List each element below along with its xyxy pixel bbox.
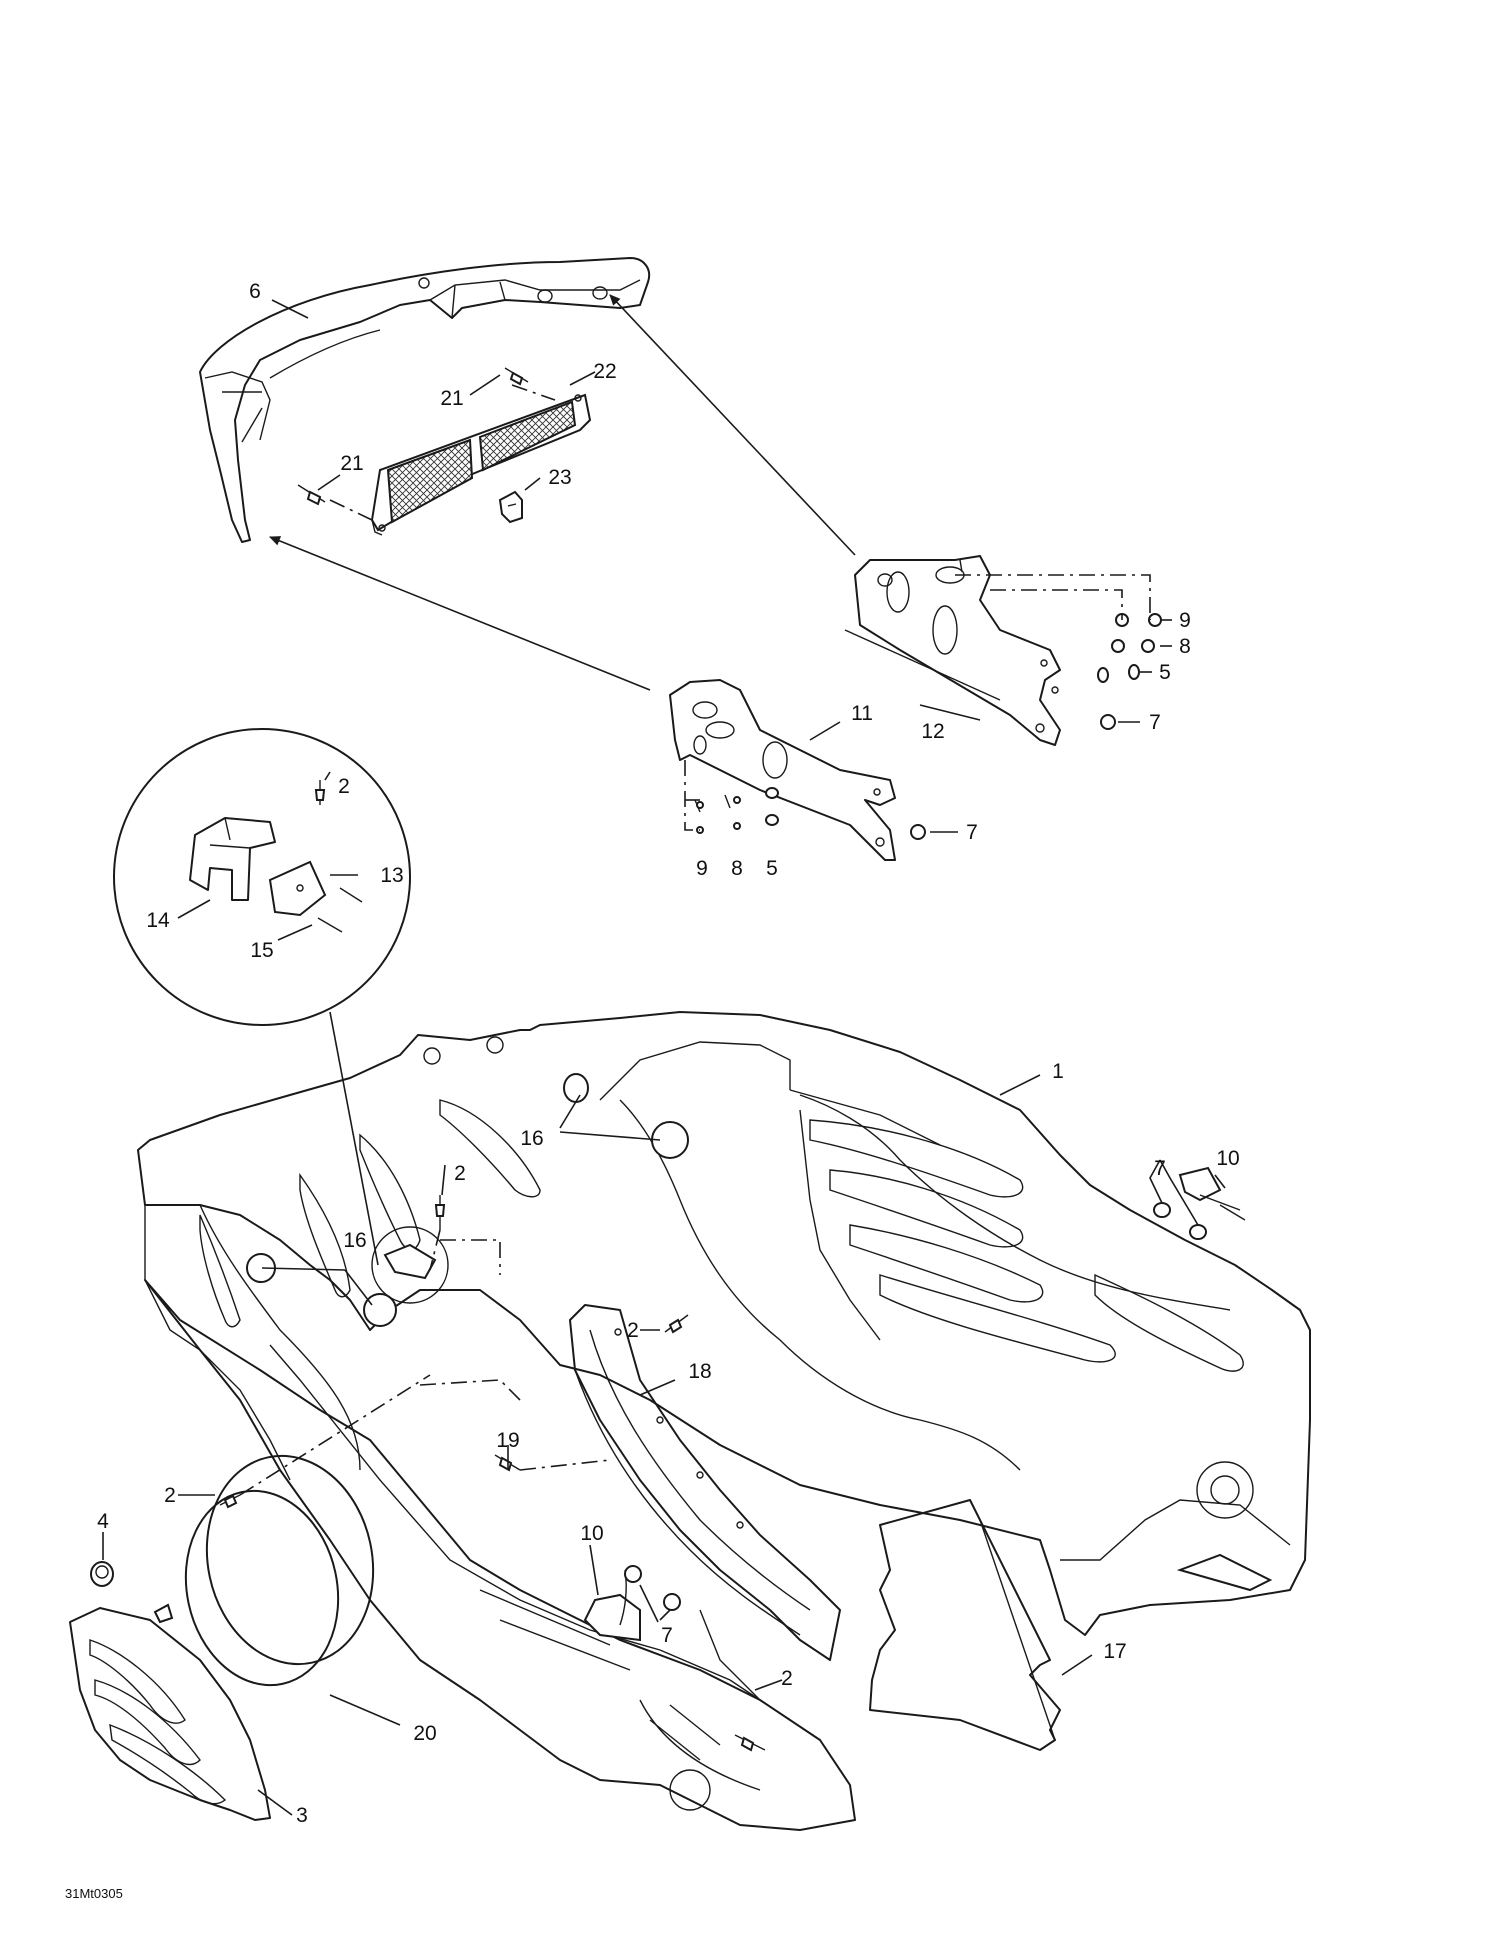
callout-7-right-bracket: 7 bbox=[1149, 711, 1161, 734]
callout-13: 13 bbox=[380, 864, 403, 887]
callout-3: 3 bbox=[296, 1804, 308, 1827]
callout-9-right: 9 bbox=[1179, 609, 1191, 632]
part-11-left-bracket bbox=[669, 679, 896, 861]
part-21-push-pin-lower bbox=[297, 484, 326, 506]
callout-7-left-bracket: 7 bbox=[966, 821, 978, 844]
callout-22: 22 bbox=[593, 360, 616, 383]
callout-2-body-mid: 2 bbox=[627, 1319, 639, 1342]
callout-7-lower: 7 bbox=[661, 1624, 673, 1647]
callout-8-left: 8 bbox=[731, 857, 743, 880]
part-4-nut bbox=[90, 1561, 114, 1587]
callout-6: 6 bbox=[249, 280, 261, 303]
callout-20: 20 bbox=[413, 1722, 436, 1745]
detail-circle bbox=[113, 728, 411, 1266]
part-2-push-pins-body bbox=[219, 1195, 766, 1752]
assembly-arrows bbox=[269, 294, 856, 691]
callout-12: 12 bbox=[921, 720, 944, 743]
part-10-bracket-lower bbox=[583, 1565, 681, 1642]
callout-7-upper-right: 7 bbox=[1154, 1157, 1166, 1180]
hardware-right-bracket bbox=[1097, 613, 1162, 730]
part-3-side-vent-cover bbox=[69, 1603, 271, 1821]
part-20-round-pad bbox=[184, 1454, 375, 1687]
part-18-footrest bbox=[569, 1304, 841, 1661]
callout-11: 11 bbox=[851, 702, 873, 725]
callout-4: 4 bbox=[97, 1510, 109, 1533]
part-1-rear-body bbox=[137, 1011, 1311, 1831]
callout-8-right: 8 bbox=[1179, 635, 1191, 658]
callout-21-upper: 21 bbox=[440, 387, 463, 410]
tunnel-clip-detail bbox=[371, 1226, 449, 1304]
callout-1: 1 bbox=[1052, 1060, 1064, 1083]
hardware-left-bracket bbox=[694, 787, 926, 840]
callout-17: 17 bbox=[1103, 1640, 1126, 1663]
callout-21-lower: 21 bbox=[340, 452, 363, 475]
callout-16-lower: 16 bbox=[343, 1229, 366, 1252]
part-17-foam-pad bbox=[869, 1499, 1061, 1751]
callout-10-lower: 10 bbox=[580, 1522, 603, 1545]
callout-5-left: 5 bbox=[766, 857, 778, 880]
callout-2-bottom: 2 bbox=[781, 1667, 793, 1690]
part-10-bracket-upper bbox=[1153, 1166, 1246, 1240]
leader-lines bbox=[102, 299, 1226, 1816]
callout-19: 19 bbox=[496, 1429, 519, 1452]
callout-2-tunnel: 2 bbox=[454, 1162, 466, 1185]
callout-10-upper: 10 bbox=[1216, 1147, 1239, 1170]
part-21-push-pin-upper bbox=[504, 367, 529, 386]
part-23-clip bbox=[498, 490, 523, 524]
part-22-grille bbox=[370, 393, 592, 536]
part-16-grommets bbox=[246, 1073, 689, 1327]
callout-2-left: 2 bbox=[164, 1484, 176, 1507]
callout-2-detail: 2 bbox=[338, 775, 350, 798]
callout-23: 23 bbox=[548, 466, 571, 489]
callout-9-left: 9 bbox=[696, 857, 708, 880]
alignment-lines bbox=[239, 384, 1151, 1496]
callout-15: 15 bbox=[250, 939, 273, 962]
callout-14: 14 bbox=[146, 909, 170, 932]
callout-5-right: 5 bbox=[1159, 661, 1171, 684]
figure-code: 31Mt0305 bbox=[65, 1886, 123, 1901]
callout-labels: 6 21 22 21 23 9 8 5 7 12 11 7 9 8 5 2 13… bbox=[97, 280, 1240, 1827]
callout-16-upper: 16 bbox=[520, 1127, 543, 1150]
callout-18: 18 bbox=[688, 1360, 711, 1383]
part-12-right-bracket bbox=[844, 555, 1061, 746]
